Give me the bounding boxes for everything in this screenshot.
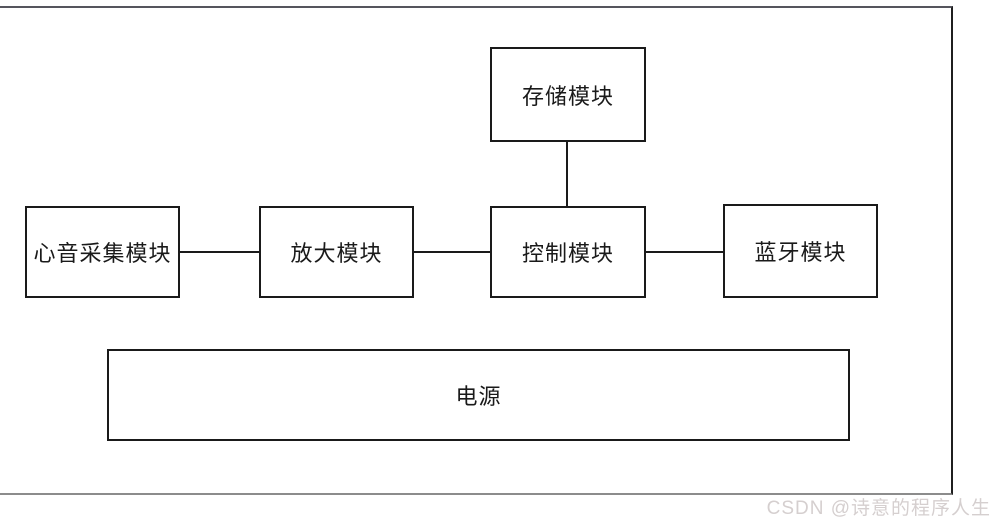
node-storage-label: 存储模块 <box>521 83 614 109</box>
node-control-module: 控制模块 <box>490 206 646 298</box>
node-power-label: 电源 <box>455 384 502 409</box>
csdn-watermark: CSDN @诗意的程序人生 <box>766 498 991 519</box>
connector-heartsound-to-amplifier <box>180 251 259 253</box>
node-heart-sound-label: 心音采集模块 <box>33 241 172 266</box>
node-amplifier-label: 放大模块 <box>290 241 383 266</box>
diagram-outer-frame <box>0 6 953 495</box>
node-bluetooth-label: 蓝牙模块 <box>754 240 847 265</box>
node-bluetooth-module: 蓝牙模块 <box>723 204 878 298</box>
node-heart-sound-acquisition-module: 心音采集模块 <box>25 206 180 298</box>
node-control-label: 控制模块 <box>521 241 614 266</box>
connector-storage-to-control <box>566 142 568 206</box>
node-storage-module: 存储模块 <box>490 47 646 142</box>
connector-control-to-bluetooth <box>646 251 723 253</box>
node-amplifier-module: 放大模块 <box>259 206 414 298</box>
connector-amplifier-to-control <box>414 251 490 253</box>
node-power-supply: 电源 <box>107 349 850 441</box>
